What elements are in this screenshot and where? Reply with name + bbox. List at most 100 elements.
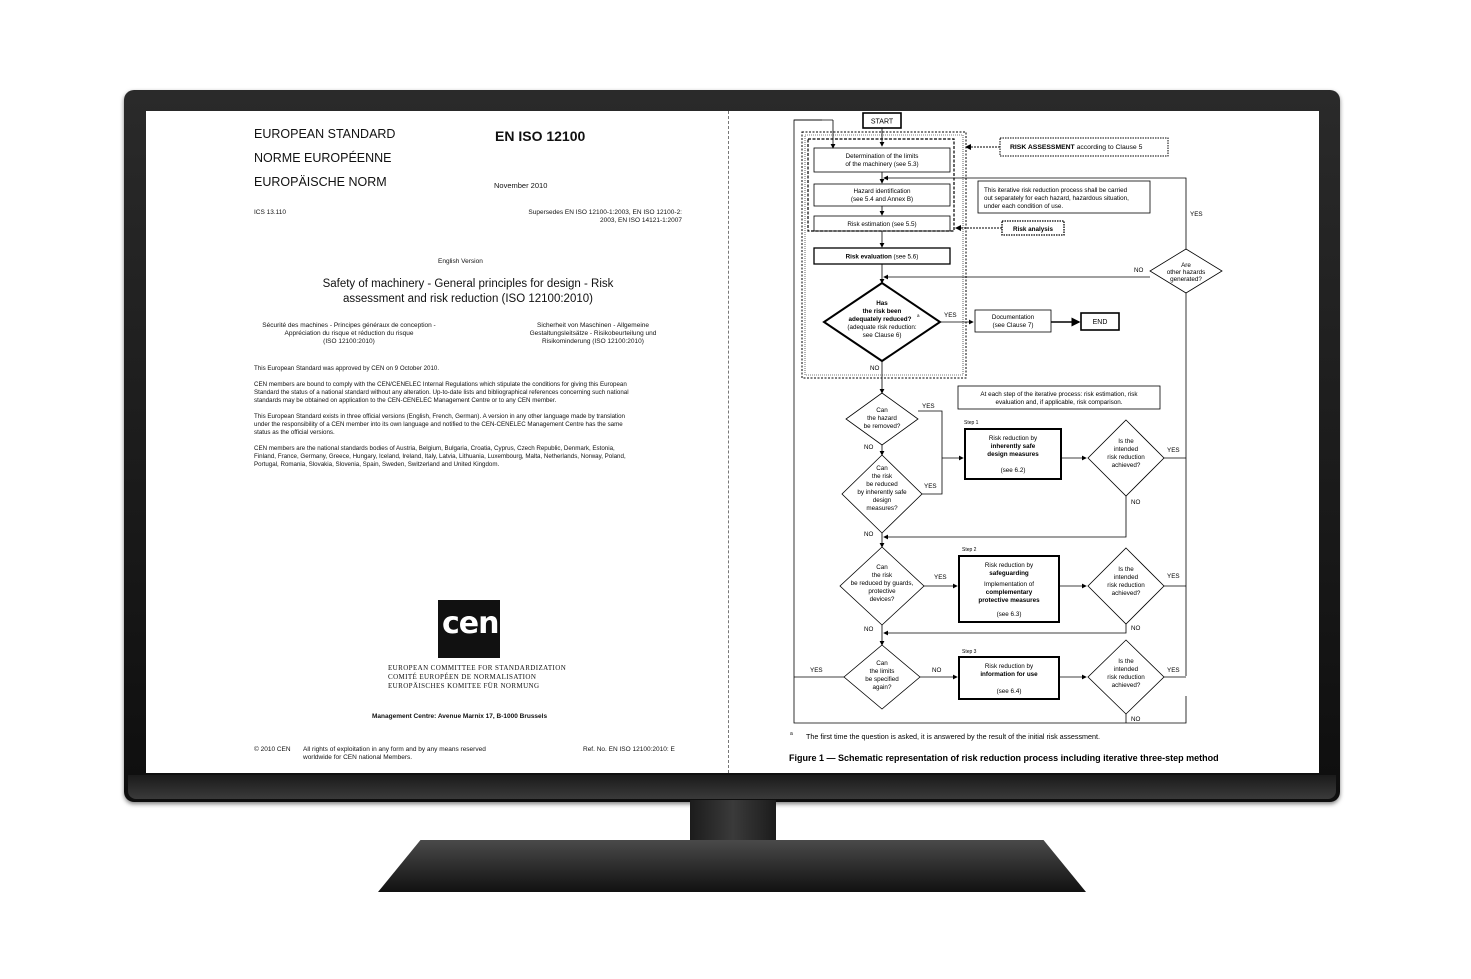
determination-line-1: Determination of the limits	[846, 153, 919, 160]
inherently-line-5: design	[873, 497, 892, 504]
other-hazards-yes-loop	[883, 175, 1187, 249]
risk-estimation-label: Risk estimation (see 5.5)	[847, 221, 916, 228]
rights-line-1: All rights of exploitation in any form a…	[303, 746, 486, 753]
intended-2-line-2: intended	[1114, 574, 1139, 581]
limits-diamond	[843, 644, 921, 710]
iterative-note-box	[977, 180, 1151, 214]
inherently-yes-label: YES	[924, 483, 937, 490]
risk-evaluation-label: Risk evaluation (see 5.6)	[846, 254, 919, 261]
guards-line-4: protective	[868, 588, 896, 595]
iterative-note-line-1: This iterative risk reduction process sh…	[984, 187, 1128, 194]
monitor-stand-base	[378, 840, 1086, 892]
inherently-line-2: the risk	[872, 473, 893, 480]
adequately-yes-label: YES	[944, 312, 957, 319]
inherently-no-label: NO	[864, 531, 874, 538]
monitor-screen: EUROPEAN STANDARD NORME EUROPÉENNE EUROP…	[146, 111, 1319, 773]
approval-statement: This European Standard was approved by C…	[254, 365, 440, 372]
inherently-line-6: measures?	[866, 505, 898, 512]
intended-2-yes-label: YES	[1167, 573, 1180, 580]
hazard-removed-line-2: the hazard	[867, 415, 897, 422]
inherently-line-3: be reduced	[866, 481, 898, 488]
intended-1-no-label: NO	[1131, 499, 1141, 506]
standard-number: EN ISO 12100	[495, 128, 586, 144]
limits-line-3: be specified	[865, 676, 899, 683]
standard-name-fr: NORME EUROPÉENNE	[254, 151, 392, 165]
adequately-line-3: adequately reduced?	[849, 316, 912, 323]
intended-3-no-label: NO	[1131, 716, 1141, 723]
intended-2-no-label: NO	[1131, 625, 1141, 632]
step1-line-4: (see 6.2)	[1001, 467, 1026, 474]
iterative-note-line-2: out separately for each hazard, hazardou…	[984, 195, 1129, 202]
intended-3-line-1: Is the	[1118, 658, 1134, 665]
inherently-yes-line	[922, 458, 943, 495]
hazard-identification-line-2: (see 5.4 and Annex B)	[851, 196, 913, 203]
guards-line-1: Can	[876, 564, 888, 571]
adequately-line-4: (adequate risk reduction:	[847, 324, 917, 331]
monitor-chin	[128, 775, 1336, 799]
hazard-removed-line-1: Can	[876, 407, 888, 414]
determination-line-2: of the machinery (see 5.3)	[845, 161, 918, 168]
step2-line-3: Implementation of	[984, 581, 1034, 588]
intended-3-line-2: intended	[1114, 666, 1139, 673]
documentation-line-1: Documentation	[992, 314, 1035, 321]
standard-name-en: EUROPEAN STANDARD	[254, 127, 396, 141]
cen-logo-text: cen	[442, 606, 499, 641]
org-name-fr: COMITÉ EUROPÉEN DE NORMALISATION	[388, 673, 537, 681]
standard-name-de: EUROPÄISCHE NORM	[254, 175, 387, 189]
rights-line-2: worldwide for CEN national Members.	[303, 754, 413, 761]
risk-assessment-frame-inner	[804, 134, 964, 376]
guards-line-2: the risk	[872, 572, 893, 579]
other-hazards-line-2: other hazards	[1167, 269, 1206, 276]
english-version: English Version	[438, 258, 483, 265]
limits-line-4: again?	[873, 684, 892, 691]
cen-logo: cen	[438, 600, 500, 658]
document-title-line-1: Safety of machinery - General principles…	[322, 278, 614, 290]
risk-analysis-label: Risk analysis	[1013, 226, 1053, 233]
inherently-line-1: Can	[876, 465, 888, 472]
each-step-note-line-1: At each step of the iterative process: r…	[980, 391, 1138, 398]
intended-2-no-arrow	[883, 624, 1127, 636]
documentation-box	[974, 309, 1052, 333]
other-hazards-no-label: NO	[1134, 267, 1144, 274]
limits-no-label: NO	[932, 667, 942, 674]
step2-line-2: safeguarding	[989, 570, 1029, 577]
step1-box	[964, 428, 1062, 480]
title-fr-line-2: Appréciation du risque et réduction du r…	[284, 330, 414, 337]
hazard-removed-yes-line	[918, 410, 943, 458]
intended-1-line-3: risk reduction	[1107, 454, 1145, 461]
intended-2-line-1: Is the	[1118, 566, 1134, 573]
document-title-line-2: assessment and risk reduction (ISO 12100…	[343, 293, 593, 305]
limits-yes-label: YES	[810, 667, 823, 674]
step2-label: Step 2	[962, 547, 977, 553]
guards-line-3: be reduced by guards,	[851, 580, 914, 587]
figure-caption: Figure 1 — Schematic representation of r…	[789, 753, 1219, 763]
other-hazards-yes-label: YES	[1190, 211, 1203, 218]
determination-box	[813, 147, 951, 173]
start-label: START	[871, 119, 894, 126]
hazard-identification-line-1: Hazard identification	[853, 188, 911, 195]
document-left-page: EUROPEAN STANDARD NORME EUROPÉENNE EUROP…	[146, 111, 726, 773]
step3-line-2: information for use	[980, 671, 1038, 678]
guards-no-label: NO	[864, 626, 874, 633]
step3-label: Step 3	[962, 649, 977, 655]
hazard-removed-yes-label: YES	[922, 403, 935, 410]
intended-2-line-3: risk reduction	[1107, 582, 1145, 589]
step1-line-2: inherently safe	[991, 443, 1036, 450]
step1-line-1: Risk reduction by	[989, 435, 1038, 442]
hazard-removed-no-label: NO	[864, 444, 874, 451]
copyright: © 2010 CEN	[254, 746, 291, 753]
reference-number: Ref. No. EN ISO 12100:2010: E	[583, 746, 675, 753]
each-step-note-box	[957, 385, 1161, 410]
step2-line-6: (see 6.3)	[997, 611, 1022, 618]
intended-1-line-4: achieved?	[1112, 462, 1141, 469]
org-name-en: EUROPEAN COMMITTEE FOR STANDARDIZATION	[388, 664, 567, 672]
limits-line-1: Can	[876, 660, 888, 667]
each-step-note-line-2: evaluation and, if applicable, risk comp…	[995, 399, 1122, 406]
paragraph-national-bodies: CEN members are the national standards b…	[254, 445, 626, 468]
adequately-line-2: the risk been	[863, 308, 902, 315]
standard-date: November 2010	[494, 181, 548, 190]
hazard-removed-line-3: be removed?	[864, 423, 901, 430]
guards-yes-label: YES	[934, 574, 947, 581]
ics-code: ICS 13.110	[254, 209, 287, 216]
page-divider	[728, 111, 729, 773]
